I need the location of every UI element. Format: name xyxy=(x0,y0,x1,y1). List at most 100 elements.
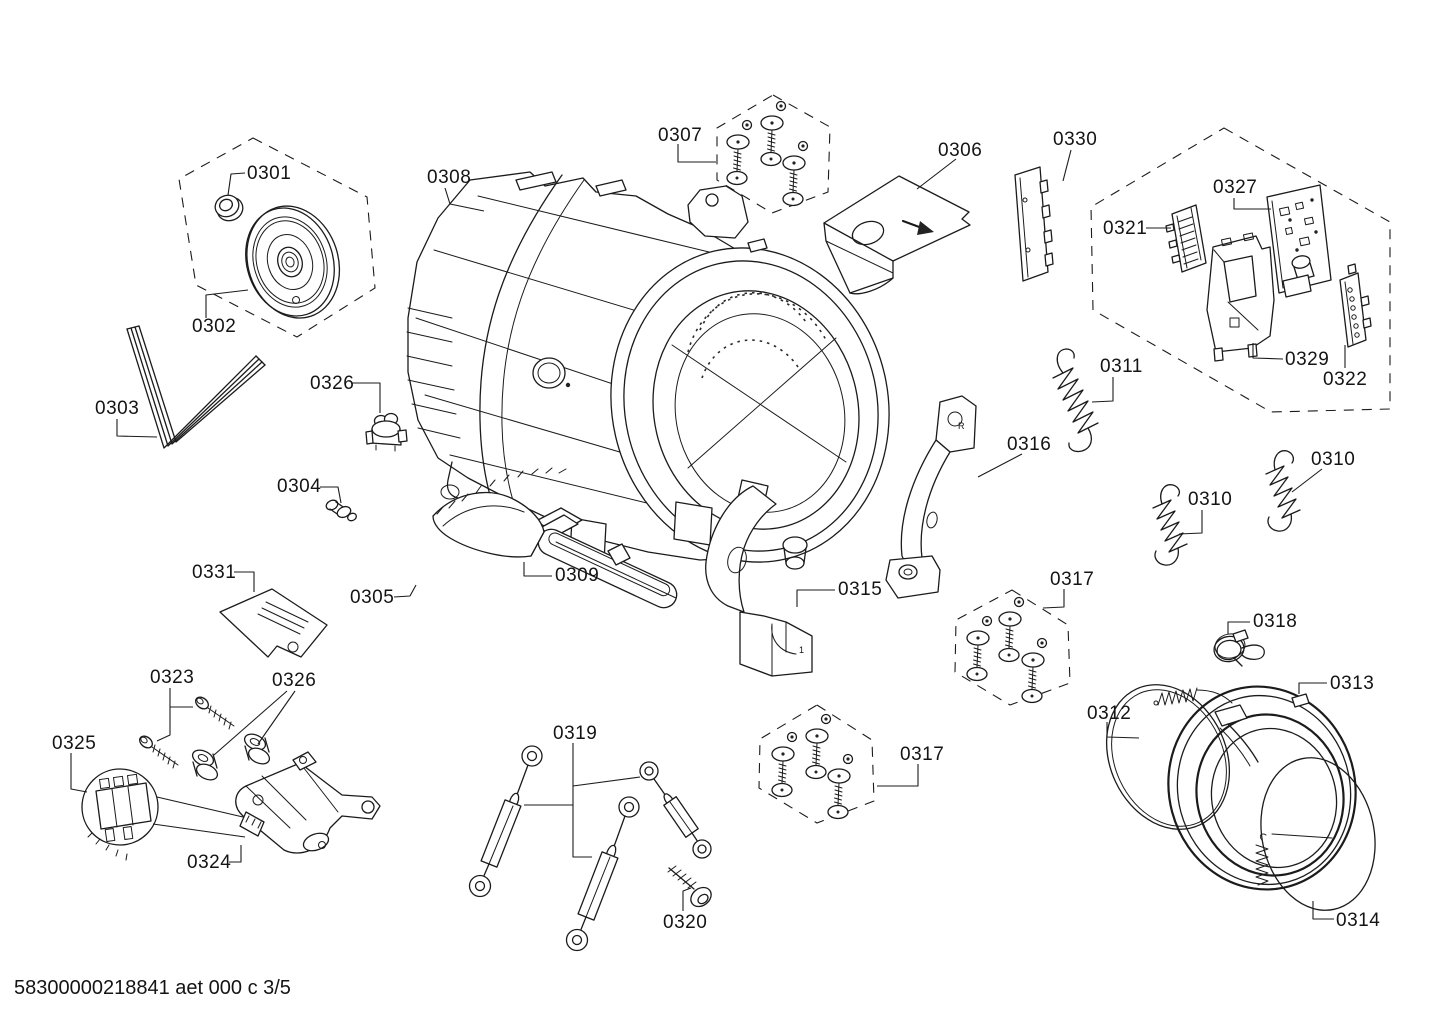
pressure-chamber xyxy=(365,412,408,452)
callout-label: 0324 xyxy=(187,852,231,873)
hexbox-screw-kit-0317-lower xyxy=(758,704,875,824)
dispenser-lid xyxy=(823,175,971,295)
drive-motor-0324 xyxy=(235,751,381,854)
terminal-strip-0321 xyxy=(1165,204,1207,273)
door-glass xyxy=(1260,757,1376,911)
callouts: 0301 0302 0303 0304 0305 0306 0307 0308 xyxy=(52,125,1380,933)
info-card xyxy=(219,588,328,658)
door-ring xyxy=(1167,685,1357,891)
motor-screws-0323 xyxy=(139,696,235,769)
callout-label: 0323 xyxy=(150,667,194,688)
callout-0331: 0331 xyxy=(192,562,255,592)
shock-absorber-right xyxy=(639,761,712,859)
callout-0325: 0325 xyxy=(52,733,96,793)
drawing-number: 58300000218841 aet 000 c 3/5 xyxy=(14,977,291,999)
callout-label: 0319 xyxy=(553,723,597,744)
counterweight-left-0315: 1 xyxy=(705,479,813,677)
screw-kit-0307 xyxy=(726,100,809,207)
heater-sensor-plug-0304 xyxy=(325,499,357,522)
callout-label: 0329 xyxy=(1285,349,1329,370)
callout-label: 0315 xyxy=(838,579,882,600)
terminal-strip-0322 xyxy=(1339,263,1372,348)
counterweight-right-mark: R xyxy=(958,421,965,431)
callout-0326-tub: 0326 xyxy=(310,373,381,413)
callout-0319: 0319 xyxy=(524,723,641,858)
drum-pulley xyxy=(245,205,341,319)
callout-0324: 0324 xyxy=(187,845,242,873)
callout-0307: 0307 xyxy=(658,125,716,163)
callout-label: 0307 xyxy=(658,125,702,146)
callout-label: 0314 xyxy=(1336,910,1380,931)
callout-0303: 0303 xyxy=(95,398,158,438)
callout-0330: 0330 xyxy=(1053,129,1097,182)
callout-label: 0316 xyxy=(1007,434,1051,455)
counterweight-left-mark: 1 xyxy=(799,645,804,655)
callout-label: 0326 xyxy=(272,670,316,691)
callout-label: 0312 xyxy=(1087,703,1131,724)
hexbox-screw-kit-0317-upper xyxy=(954,589,1071,706)
callout-0310-left: 0310 xyxy=(1178,489,1232,535)
callout-0316: 0316 xyxy=(977,434,1051,478)
callout-label: 0320 xyxy=(663,912,707,933)
callout-label: 0303 xyxy=(95,398,139,419)
screw-0320 xyxy=(667,865,712,908)
shock-absorber-middle xyxy=(565,796,640,952)
heating-element xyxy=(535,507,678,609)
tub-assembly xyxy=(406,171,890,570)
hose-clamp xyxy=(1213,629,1265,667)
callout-0317-lower: 0317 xyxy=(877,744,944,787)
callout-label: 0310 xyxy=(1311,449,1355,470)
callout-label: 0331 xyxy=(192,562,236,583)
callout-label: 0321 xyxy=(1103,218,1147,239)
callout-label: 0306 xyxy=(938,140,982,161)
callout-label: 0325 xyxy=(52,733,96,754)
callout-0329: 0329 xyxy=(1252,343,1329,370)
callout-label: 0317 xyxy=(1050,569,1094,590)
callout-label: 0322 xyxy=(1323,369,1367,390)
callout-label: 0330 xyxy=(1053,129,1097,150)
callout-0315: 0315 xyxy=(796,579,882,607)
shock-absorber-left xyxy=(468,745,543,898)
callout-0306: 0306 xyxy=(916,140,982,190)
callout-0321: 0321 xyxy=(1103,218,1171,239)
counterweight-right-0316: R xyxy=(885,395,977,599)
callout-label: 0327 xyxy=(1213,177,1257,198)
motor-bushings-0326 xyxy=(191,733,271,781)
callout-0320: 0320 xyxy=(663,887,707,933)
direction-arrow-icon xyxy=(901,219,934,235)
callout-label: 0310 xyxy=(1188,489,1232,510)
callout-label: 0301 xyxy=(247,163,291,184)
connector-detail-0325 xyxy=(81,768,246,861)
callout-label: 0304 xyxy=(277,476,321,497)
control-module-pcb-0327 xyxy=(1266,184,1332,298)
suspension-spring-0310-right xyxy=(1265,450,1301,532)
callout-0301: 0301 xyxy=(227,163,291,196)
callout-label: 0311 xyxy=(1100,356,1143,377)
hexbox-pulley xyxy=(178,137,376,338)
callout-0304: 0304 xyxy=(277,476,342,504)
callout-0305: 0305 xyxy=(350,584,417,608)
callout-0312: 0312 xyxy=(1087,703,1140,739)
callout-0318: 0318 xyxy=(1227,611,1297,634)
callout-0311: 0311 xyxy=(1091,356,1143,403)
drum-paddle-0309 xyxy=(432,467,567,558)
drive-belt xyxy=(126,325,266,449)
callout-0323: 0323 xyxy=(150,667,194,742)
callout-label: 0309 xyxy=(555,565,599,586)
callout-label: 0326 xyxy=(310,373,354,394)
callout-0314: 0314 xyxy=(1312,901,1380,931)
callout-label: 0302 xyxy=(192,316,236,337)
callout-label: 0305 xyxy=(350,587,394,608)
cover-panel xyxy=(1014,166,1054,282)
callout-0302: 0302 xyxy=(192,289,249,337)
callout-label: 0308 xyxy=(427,167,471,188)
module-frame-0329 xyxy=(1206,232,1275,362)
callout-label: 0313 xyxy=(1330,673,1374,694)
suspension-spring-0310-left xyxy=(1152,484,1188,566)
callout-0317-upper: 0317 xyxy=(1042,569,1094,609)
callout-0327: 0327 xyxy=(1213,177,1271,210)
shock-absorbers xyxy=(468,745,712,952)
shaft-seal xyxy=(214,194,244,222)
